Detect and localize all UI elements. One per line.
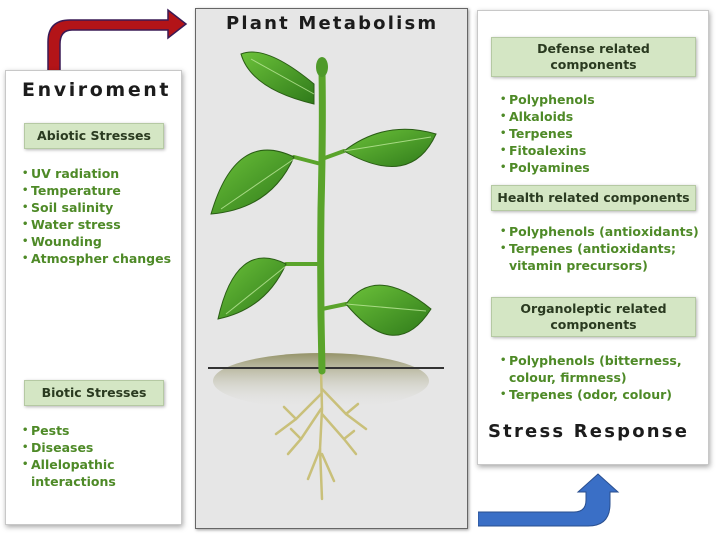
defense-components-label-text: Defense related components — [537, 40, 650, 72]
list-item: Fitoalexins — [500, 142, 595, 159]
list-item: Polyamines — [500, 159, 595, 176]
plant-metabolism-title: Plant Metabolism — [226, 13, 439, 34]
environment-panel: Enviroment Abiotic Stresses UV radiation… — [5, 70, 182, 525]
list-item: Polyphenols (bitterness, colour, firmnes… — [500, 352, 709, 386]
list-item: Terpenes (odor, colour) — [500, 386, 705, 403]
organoleptic-components-label: Organoleptic related components — [491, 297, 696, 337]
leaf-veins — [220, 58, 432, 315]
plant-illustration — [208, 51, 444, 501]
biotic-stresses-list: Pests Diseases Allelopathic interactions — [22, 422, 162, 490]
biotic-stresses-label: Biotic Stresses — [24, 380, 164, 406]
health-components-label-text: Health related components — [497, 189, 690, 205]
plant-metabolism-panel: Plant Metabolism — [195, 8, 468, 529]
leaf — [210, 149, 295, 215]
defense-components-list: Polyphenols Alkaloids Terpenes Fitoalexi… — [500, 91, 595, 176]
stress-response-panel: Defense related components Polyphenols A… — [477, 10, 709, 465]
list-item: Allelopathic interactions — [22, 456, 126, 490]
abiotic-stresses-label-text: Abiotic Stresses — [37, 127, 151, 143]
health-components-list: Polyphenols (antioxidants) Terpenes (ant… — [500, 223, 705, 274]
leaf — [345, 284, 432, 336]
blue-arrow-icon — [478, 473, 620, 527]
list-item: Alkaloids — [500, 108, 595, 125]
defense-components-label: Defense related components — [491, 37, 696, 77]
list-item: UV radiation — [22, 165, 171, 182]
list-item: Diseases — [22, 439, 162, 456]
list-item: Terpenes (antioxidants; vitamin precurso… — [500, 240, 684, 274]
leaf — [240, 51, 315, 105]
biotic-stresses-label-text: Biotic Stresses — [41, 384, 147, 400]
health-components-label: Health related components — [491, 185, 696, 211]
stress-response-title: Stress Response — [488, 421, 690, 442]
list-item: Wounding — [22, 233, 171, 250]
environment-title: Enviroment — [22, 79, 172, 101]
organoleptic-components-label-text: Organoleptic related components — [520, 300, 667, 332]
abiotic-stresses-label: Abiotic Stresses — [24, 123, 164, 149]
list-item: Polyphenols (antioxidants) — [500, 223, 705, 240]
list-item: Polyphenols — [500, 91, 595, 108]
red-arrow-icon — [47, 8, 188, 75]
leaf-stalks — [284, 149, 348, 311]
organoleptic-components-list: Polyphenols (bitterness, colour, firmnes… — [500, 352, 705, 403]
list-item: Pests — [22, 422, 162, 439]
list-item: Terpenes — [500, 125, 595, 142]
list-item: Water stress — [22, 216, 171, 233]
top-bud — [316, 57, 328, 77]
list-item: Temperature — [22, 182, 171, 199]
stem — [317, 67, 326, 375]
leaves — [210, 51, 437, 336]
roots — [274, 367, 368, 501]
list-item: Soil salinity — [22, 199, 171, 216]
leaf — [217, 257, 287, 320]
abiotic-stresses-list: UV radiation Temperature Soil salinity W… — [22, 165, 171, 267]
leaf — [343, 128, 437, 168]
list-item: Atmospher changes — [22, 250, 171, 267]
